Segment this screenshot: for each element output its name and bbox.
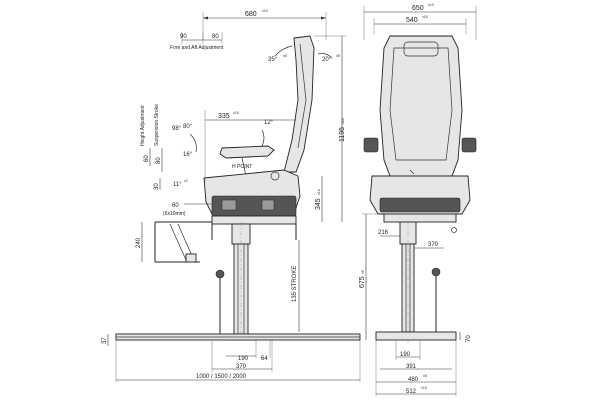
side-footrest: 240 xyxy=(136,221,212,263)
svg-text:±10: ±10 xyxy=(422,15,428,19)
cushion-tilt: 11° xyxy=(173,182,182,188)
svg-text:±20: ±20 xyxy=(341,118,345,124)
svg-text:80°: 80° xyxy=(183,124,193,130)
svg-text:391: 391 xyxy=(406,364,417,370)
side-view: 680 ±10 90 80 Fore and Aft Adjustment 35… xyxy=(102,9,361,382)
front-bottom-dimensions: 190 391 480 ±5 512 ±10 xyxy=(375,340,457,396)
svg-text:240: 240 xyxy=(136,237,142,248)
front-view: 650 ±10 540 ±10 216 370 xyxy=(359,3,477,396)
svg-text:1195: 1195 xyxy=(339,127,346,142)
fore-aft-left-value: 90 xyxy=(180,34,187,40)
stroke-caption: 135 STROKE xyxy=(292,266,298,302)
front-control-lever xyxy=(431,267,441,332)
front-backrest xyxy=(379,35,463,177)
svg-text:345: 345 xyxy=(315,198,322,210)
overall-depth-dimension: 680 ±10 xyxy=(202,9,327,40)
side-base-rail: 37 xyxy=(102,333,361,346)
suspension-stroke-caption: Suspension Stroke xyxy=(154,104,160,146)
front-mount-bracket xyxy=(383,213,457,223)
svg-text:190: 190 xyxy=(238,356,249,362)
front-right-armrest xyxy=(461,137,477,153)
svg-text:70: 70 xyxy=(466,335,472,342)
svg-text:190: 190 xyxy=(400,352,411,358)
svg-text:675: 675 xyxy=(359,276,366,288)
front-back-width-dimension: 540 ±10 xyxy=(373,15,467,34)
svg-text:30: 30 xyxy=(154,183,160,190)
back-angle-right: 20° xyxy=(322,57,332,63)
seat-height-dimension: 345 ±10 xyxy=(315,176,323,222)
svg-text:335: 335 xyxy=(218,113,230,120)
front-bracket-dimensions: 216 370 xyxy=(378,227,457,249)
side-armrest xyxy=(219,145,275,159)
h-point-label: H POINT xyxy=(232,164,252,170)
front-base-plate: 70 xyxy=(375,331,472,342)
svg-text:216: 216 xyxy=(378,230,389,236)
svg-text:±10: ±10 xyxy=(421,386,427,390)
svg-text:±10: ±10 xyxy=(233,111,239,115)
fore-aft-dimension: 90 80 Fore and Aft Adjustment xyxy=(170,32,224,51)
seat-to-backrest-dimension: 335 ±10 12° xyxy=(204,110,296,182)
svg-text:±10: ±10 xyxy=(428,3,434,7)
bolt-offset: 60 xyxy=(172,203,179,209)
svg-text:98°: 98° xyxy=(172,126,182,132)
svg-text:16°: 16° xyxy=(183,152,193,158)
back-angle-left: 35° xyxy=(268,57,278,63)
svg-text:±5: ±5 xyxy=(361,270,365,274)
svg-text:±2: ±2 xyxy=(184,179,188,183)
svg-text:±10: ±10 xyxy=(262,9,268,13)
svg-text:480: 480 xyxy=(408,377,419,383)
front-pedestal-column xyxy=(399,221,417,344)
bolt-spec: (6x10mm) xyxy=(163,211,186,217)
side-bottom-dimensions: 190 64 370 1000 / 1500 / 2000 xyxy=(115,340,361,382)
svg-text:±5: ±5 xyxy=(336,54,340,58)
side-backrest xyxy=(283,35,315,173)
svg-text:±5: ±5 xyxy=(423,374,427,378)
fore-aft-caption: Fore and Aft Adjustment xyxy=(170,45,224,51)
svg-text:512: 512 xyxy=(406,389,417,395)
side-mount-bracket xyxy=(211,215,297,225)
front-left-armrest xyxy=(363,137,379,153)
overall-height-dimension: 1195 ±20 xyxy=(314,35,346,222)
base-length-label: 1000 / 1500 / 2000 xyxy=(196,374,247,380)
svg-text:37: 37 xyxy=(102,337,108,344)
svg-text:64: 64 xyxy=(261,356,268,362)
svg-text:80: 80 xyxy=(156,157,162,164)
armrest-angle: 12° xyxy=(264,120,274,126)
svg-text:370: 370 xyxy=(428,242,439,248)
front-overall-width-dimension: 650 ±10 xyxy=(363,3,477,40)
fore-aft-right-value: 80 xyxy=(212,34,219,40)
front-suspension xyxy=(379,197,461,213)
svg-text:370: 370 xyxy=(236,364,247,370)
side-pedestal-column xyxy=(225,222,257,341)
svg-text:60: 60 xyxy=(144,155,150,162)
side-control-lever xyxy=(215,269,225,334)
svg-text:540: 540 xyxy=(406,17,418,24)
overall-depth-label: 680 xyxy=(245,11,257,18)
backrest-angle-marks: 35° ±5 20° ±5 xyxy=(268,45,340,63)
svg-text:±10: ±10 xyxy=(317,189,321,195)
svg-text:±5: ±5 xyxy=(283,54,287,58)
svg-text:650: 650 xyxy=(412,5,424,12)
front-column-height-dimension: 675 ±5 xyxy=(359,213,380,340)
height-adjustment-caption: Height Adjustment xyxy=(140,105,146,146)
